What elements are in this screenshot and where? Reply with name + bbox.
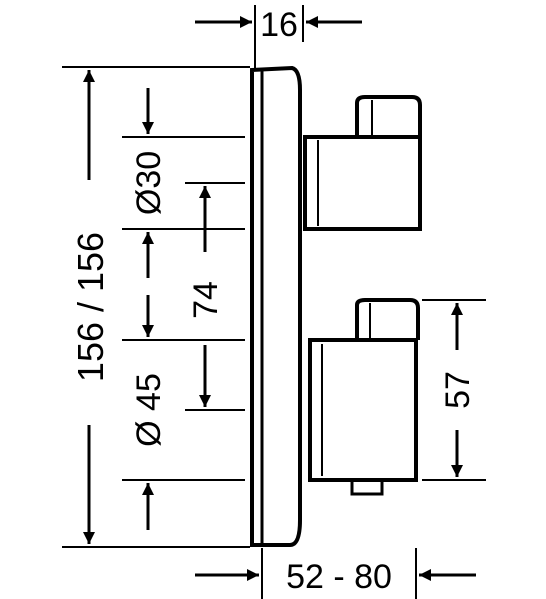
upper-knob-body bbox=[303, 135, 422, 231]
lower-knob-body bbox=[308, 338, 418, 482]
dimension-lines bbox=[62, 5, 486, 599]
dim-top-width: 16 bbox=[260, 6, 298, 44]
dim-diameter-upper: Ø30 bbox=[130, 151, 168, 215]
dim-spacing: 74 bbox=[187, 281, 225, 319]
dim-total-height: 156 / 156 bbox=[70, 232, 111, 382]
dim-diameter-lower: Ø 45 bbox=[130, 373, 168, 447]
dimension-labels: 16 156 / 156 Ø30 74 Ø 45 57 52 - 80 bbox=[70, 6, 477, 596]
cover-plate bbox=[250, 65, 302, 547]
dim-lower-knob-height: 57 bbox=[439, 371, 477, 409]
product-outline bbox=[250, 65, 422, 547]
upper-knob-top bbox=[355, 95, 422, 137]
lower-knob-top bbox=[355, 298, 420, 340]
dim-depth-range: 52 - 80 bbox=[286, 558, 392, 596]
lower-knob-foot bbox=[350, 478, 384, 496]
